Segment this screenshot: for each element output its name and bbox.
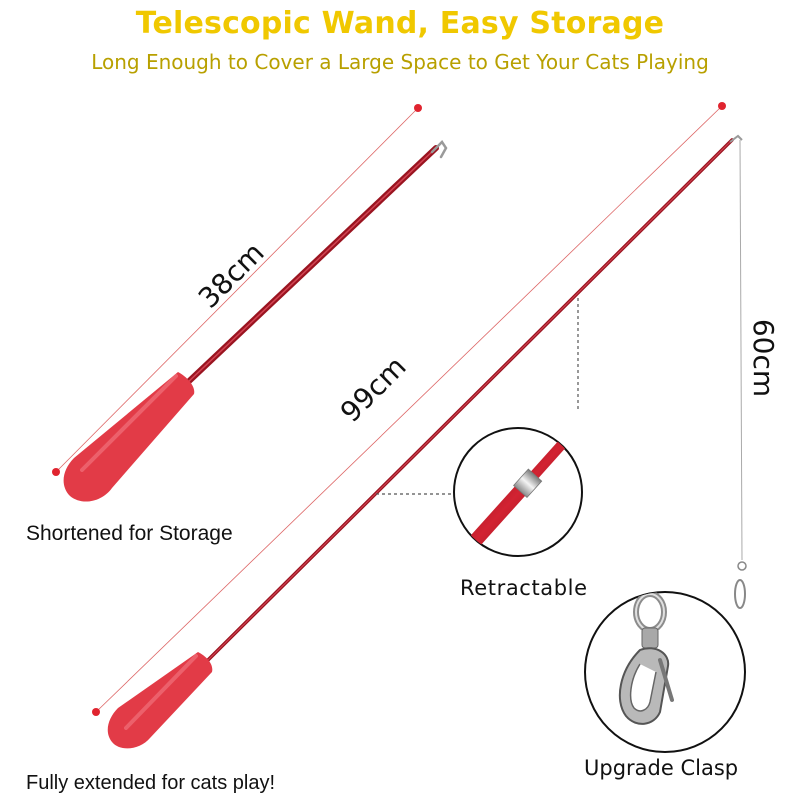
long-dimension-dot-top — [718, 102, 726, 110]
long-dimension-line — [95, 105, 723, 713]
short-wand — [52, 104, 448, 502]
page-subtitle: Long Enough to Cover a Large Space to Ge… — [91, 50, 709, 74]
long-wand-tip — [729, 134, 743, 143]
clasp-zoom — [584, 591, 746, 753]
small-clasp — [734, 579, 746, 609]
caption-clasp: Upgrade Clasp — [584, 756, 739, 780]
string-length-label: 60cm — [747, 319, 780, 397]
short-wand-tip — [430, 140, 448, 159]
page-title: Telescopic Wand, Easy Storage — [135, 6, 665, 41]
caption-extended: Fully extended for cats play! — [26, 772, 276, 794]
retractable-zoom — [453, 427, 583, 557]
short-dimension-dot-bottom — [52, 468, 60, 476]
short-wand-handle — [63, 372, 195, 502]
long-dimension-dot-bottom — [92, 708, 100, 716]
wand-string — [734, 139, 747, 609]
string-line — [739, 139, 743, 561]
joint-sleeve — [513, 468, 543, 499]
short-length-label: 38cm — [192, 236, 271, 315]
caption-shortened: Shortened for Storage — [26, 522, 233, 545]
long-wand-handle — [107, 652, 213, 749]
caption-retractable: Retractable — [460, 576, 588, 600]
long-wand — [92, 102, 743, 749]
short-dimension-line — [55, 107, 419, 473]
short-dimension-dot-top — [414, 104, 422, 112]
